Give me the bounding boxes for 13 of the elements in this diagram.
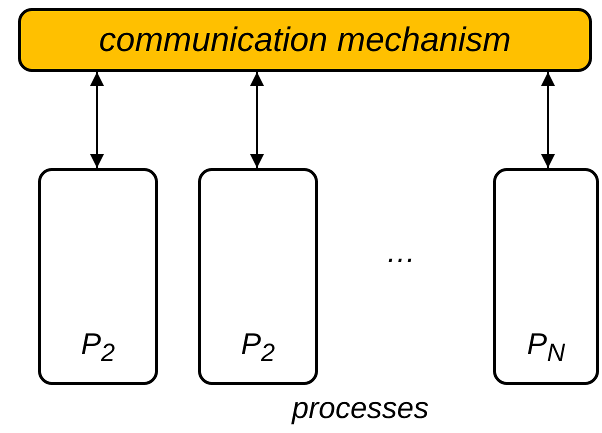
- double-arrow: [250, 72, 264, 168]
- process-box: [198, 168, 318, 385]
- caption-text: processes: [292, 392, 429, 426]
- process-label: P$_{N}$: [526, 328, 566, 368]
- double-arrow: [90, 72, 104, 168]
- process-label: P$_{2}$: [81, 328, 115, 368]
- bar-title: communication mechanism: [99, 20, 511, 60]
- double-arrow: [541, 72, 555, 168]
- process-box: [493, 168, 599, 385]
- mechanism-bar: [18, 8, 592, 72]
- process-box: [38, 168, 158, 385]
- ellipsis: …: [386, 236, 416, 270]
- process-label: P$_{2}$: [241, 328, 275, 368]
